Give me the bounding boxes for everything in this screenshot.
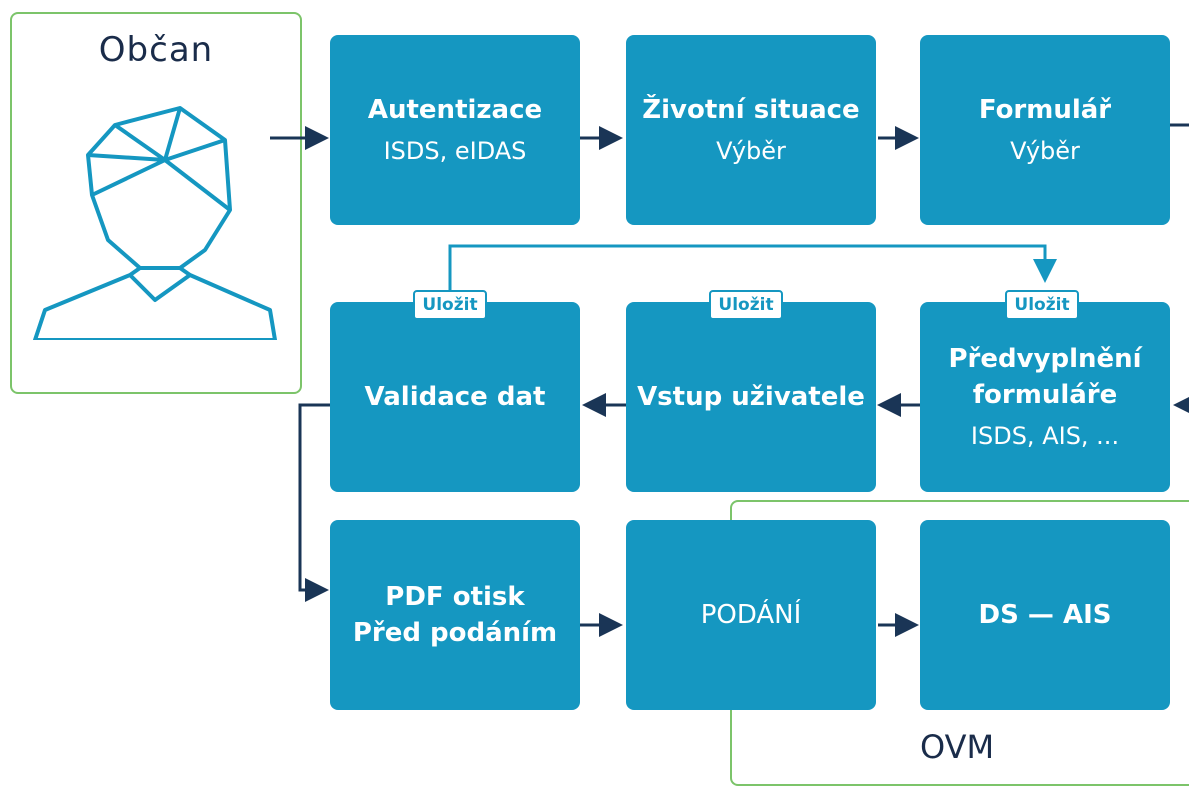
- step-ds-ais-title: DS — AIS: [978, 600, 1112, 630]
- citizen-frame: [10, 12, 302, 394]
- save-badge-validace: Uložit: [413, 290, 487, 320]
- step-podani: PODÁNÍ: [626, 520, 876, 710]
- step-validace-dat: Validace dat: [330, 302, 580, 492]
- step-autentizace-subtitle: ISDS, eIDAS: [383, 137, 527, 165]
- step-zivotni-situace-title: Životní situace: [642, 95, 860, 125]
- save-badge-predvyplneni: Uložit: [1005, 290, 1079, 320]
- step-formular: Formulář Výběr: [920, 35, 1170, 225]
- step-vstup-uzivatele: Vstup uživatele: [626, 302, 876, 492]
- step-zivotni-situace: Životní situace Výběr: [626, 35, 876, 225]
- arrow-save-loop: [448, 244, 1057, 290]
- step-autentizace: Autentizace ISDS, eIDAS: [330, 35, 580, 225]
- step-vstup-uzivatele-title: Vstup uživatele: [637, 382, 865, 412]
- step-ds-ais: DS — AIS: [920, 520, 1170, 710]
- step-podani-title: PODÁNÍ: [700, 600, 802, 630]
- step-pdf-otisk: PDF otisk Před podáním: [330, 520, 580, 710]
- step-formular-title: Formulář: [978, 95, 1112, 125]
- save-badge-vstup: Uložit: [709, 290, 783, 320]
- step-autentizace-title: Autentizace: [367, 95, 543, 125]
- arrow-validace-pdf: [298, 403, 330, 602]
- step-predvyplneni-title-2: formuláře: [972, 380, 1118, 410]
- step-predvyplneni-subtitle: ISDS, AIS, ...: [970, 422, 1120, 450]
- step-zivotni-situace-subtitle: Výběr: [716, 137, 786, 165]
- step-predvyplneni-title-1: Předvyplnění: [948, 344, 1142, 374]
- ovm-label: OVM: [920, 728, 995, 766]
- step-pdf-otisk-title-1: PDF otisk: [385, 582, 525, 612]
- citizen-label: Občan: [98, 30, 214, 70]
- step-pdf-otisk-title-2: Před podáním: [352, 618, 558, 648]
- step-predvyplneni: Předvyplnění formuláře ISDS, AIS, ...: [920, 302, 1170, 492]
- person-icon: [33, 106, 277, 340]
- step-formular-subtitle: Výběr: [1010, 137, 1080, 165]
- step-validace-dat-title: Validace dat: [364, 382, 546, 412]
